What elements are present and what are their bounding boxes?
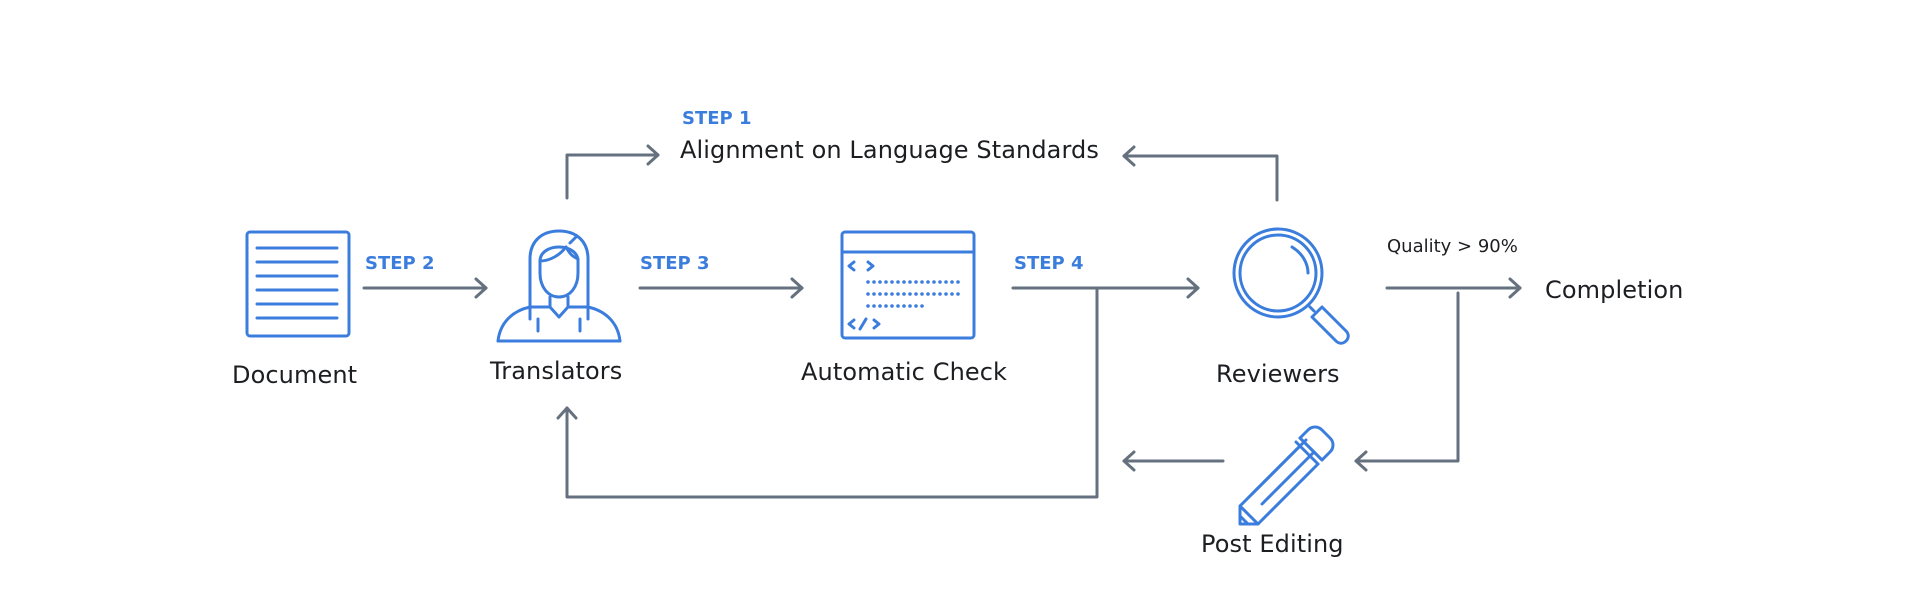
code-dots-row-2 [866,292,960,296]
arrowhead-alignment-left [646,144,660,166]
step-1-label: STEP 1 [682,108,752,129]
arrowhead-post-editing [1354,450,1368,472]
connector-to-post-editing [1354,291,1460,463]
connector-loop-to-translators [565,286,1099,499]
person-icon [496,229,622,343]
connector-translators-to-alignment [565,153,660,200]
arrowhead-reviewers [1186,277,1200,299]
step-3-label: STEP 3 [640,253,710,274]
post-editing-label: Post Editing [1201,530,1344,558]
code-window-icon [840,230,976,340]
document-label: Document [232,361,358,389]
connector-reviewers-to-alignment [1122,154,1279,202]
quality-condition-label: Quality > 90% [1387,236,1518,257]
magnifier-icon [1232,227,1350,345]
reviewers-label: Reviewers [1216,360,1340,388]
translators-label: Translators [490,357,623,385]
step-2-label: STEP 2 [365,253,435,274]
arrowhead-alignment-right [1122,145,1136,167]
automatic-check-label: Automatic Check [801,358,1008,386]
arrowhead-completion [1508,277,1522,299]
arrowhead-translators-up [556,406,578,420]
arrowhead-post-editing-out [1122,450,1136,472]
arrowhead-translators [474,277,488,299]
document-icon [245,230,351,338]
alignment-label: Alignment on Language Standards [680,136,1099,164]
arrowhead-check [790,277,804,299]
step-4-label: STEP 4 [1014,253,1084,274]
code-dots-row-3 [866,304,924,308]
code-dots-row-1 [866,280,960,284]
completion-label: Completion [1545,276,1684,304]
pencil-icon [1238,425,1335,526]
